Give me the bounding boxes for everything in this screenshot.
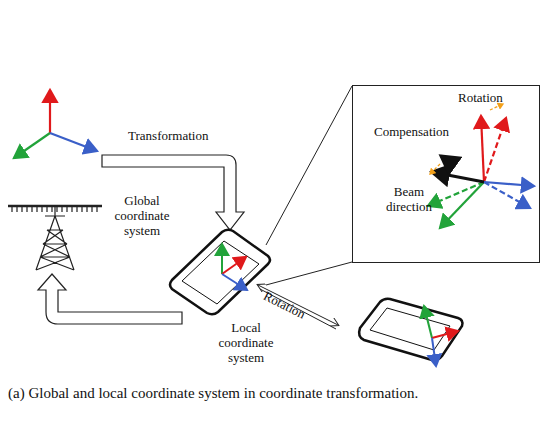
transformation-label: Transformation [128,128,208,143]
inset-box: RotationCompensationBeam direction [352,85,540,263]
beam-text: Beam direction [381,184,437,214]
global-label: Global coordinate system [106,193,178,238]
zoom-line [266,262,352,285]
rotation-text: Rotation [458,90,503,105]
return-arrow [38,274,182,324]
base-station [8,206,102,270]
rotated-phone [359,299,462,366]
compensation-text: Compensation [374,124,449,139]
figure-caption: (a) Global and local coordinate system i… [8,384,536,403]
zoom-line [266,86,352,245]
phone [170,230,270,315]
inset-axes [428,104,534,228]
local-label: Local coordinate system [212,320,280,365]
global-axes [14,90,97,158]
rotation-arrow [258,285,338,329]
rotation-label: Rotation [261,288,308,322]
